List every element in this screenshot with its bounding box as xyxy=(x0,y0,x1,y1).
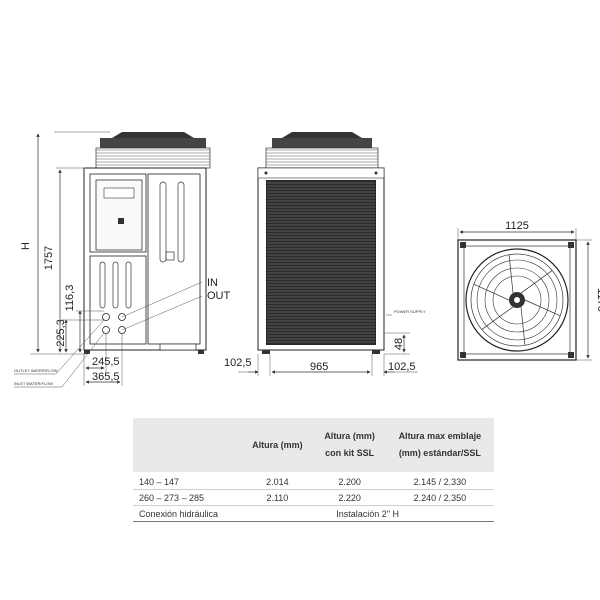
spec-cell-altura-max: 2.145 / 2.330 xyxy=(413,476,467,487)
dim-116-3-label: 116,3 xyxy=(64,285,76,312)
side-fan-top xyxy=(95,132,211,169)
fan-blade-line xyxy=(473,283,510,301)
spec-table: Altura (mm) Altura (mm)con kit SSL Altur… xyxy=(133,418,494,522)
in-label: IN xyxy=(207,277,218,289)
spec-cell-altura: 2.014 xyxy=(266,476,289,487)
fan-blade-line xyxy=(520,306,526,346)
top-width-label: 1125 xyxy=(505,220,529,232)
spec-header-altura: Altura (mm) xyxy=(241,418,314,472)
height-1757-label: 1757 xyxy=(43,246,55,270)
front-view: POWER SUPPLY 102,5 965 102,5 48 xyxy=(224,132,426,376)
spec-cell-altura-ssl: 2.200 xyxy=(338,476,361,487)
front-fan-top xyxy=(265,132,379,169)
spec-header-altura-max: Altura max emblaje(mm) estándar/SSL xyxy=(385,418,494,472)
top-depth-label: 1170 xyxy=(595,288,600,312)
dim-225-3-label: 225,3 xyxy=(55,319,67,347)
dim-965-label: 965 xyxy=(310,361,328,373)
inlet-note: INLET WATER/FLOW xyxy=(14,381,53,386)
spec-header-altura-ssl: Altura (mm)con kit SSL xyxy=(313,418,386,472)
out-label: OUT xyxy=(207,290,231,302)
spec-header-empty xyxy=(133,418,242,472)
water-connections xyxy=(102,313,126,334)
spec-connection-row: Conexión hidráulica Instalación 2" H xyxy=(133,506,494,522)
power-supply-label: POWER SUPPLY xyxy=(394,309,426,314)
spec-header-row: Altura (mm) Altura (mm)con kit SSL Altur… xyxy=(133,418,494,472)
spec-cell-altura-ssl: 2.220 xyxy=(338,492,361,503)
side-view: H 1757 116,3 225,3 245,5 365,5 IN OUT OU… xyxy=(14,131,231,388)
height-h-label: H xyxy=(20,242,32,250)
spec-cell-altura: 2.110 xyxy=(266,492,289,503)
spec-row: 260 – 273 – 285 2.110 2.220 2.240 / 2.35… xyxy=(133,490,494,506)
fan-blade-line xyxy=(508,254,514,294)
technical-drawing: H 1757 116,3 225,3 245,5 365,5 IN OUT OU… xyxy=(14,131,600,388)
dim-48-label: 48 xyxy=(393,338,405,350)
connection-value: Instalación 2" H xyxy=(336,508,400,519)
dim-365-5-label: 365,5 xyxy=(92,371,120,383)
top-view: 1125 1170 xyxy=(457,220,600,361)
spec-cell-model: 140 – 147 xyxy=(139,476,180,487)
fan-blade-line xyxy=(520,270,553,294)
dim-245-5-label: 245,5 xyxy=(92,356,120,368)
fan-blade-line xyxy=(481,306,514,330)
condenser-coil xyxy=(266,180,376,345)
spec-cell-altura-max: 2.240 / 2.350 xyxy=(413,492,467,503)
spec-row: 140 – 147 2.014 2.200 2.145 / 2.330 xyxy=(133,472,494,490)
dim-102-5-right-label: 102,5 xyxy=(388,361,416,373)
spec-cell-model: 260 – 273 – 285 xyxy=(139,492,205,503)
outlet-note: OUTLET WATER/FLOW xyxy=(14,368,58,373)
fan-blade-line xyxy=(524,299,561,317)
dim-102-5-left-label: 102,5 xyxy=(224,357,252,369)
connection-label: Conexión hidráulica xyxy=(139,508,219,519)
